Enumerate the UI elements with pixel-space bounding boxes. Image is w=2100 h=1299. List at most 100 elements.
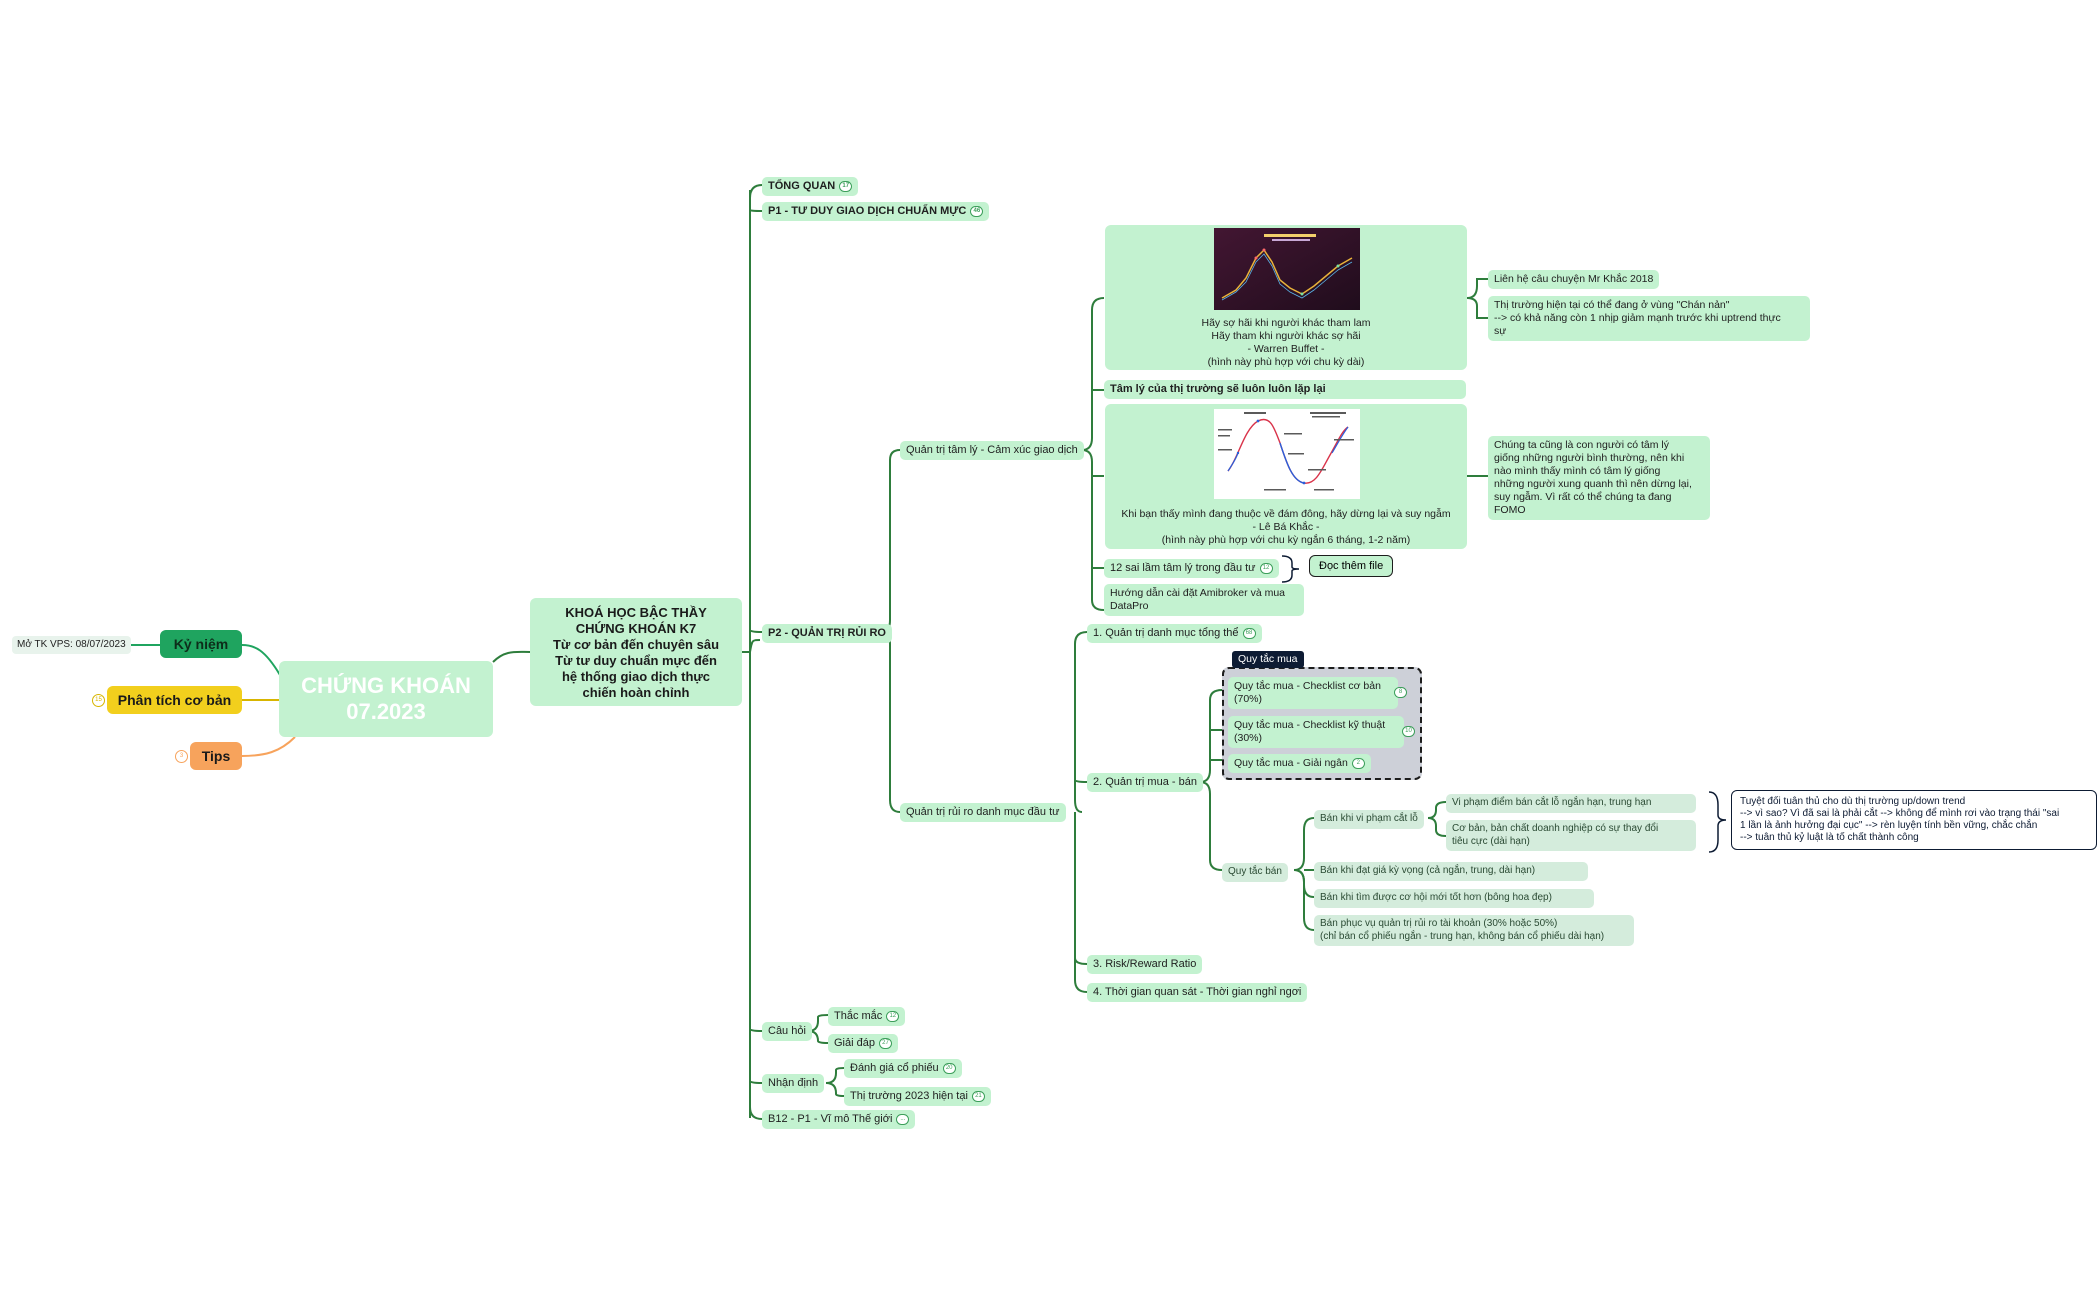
topic-line: tiêu cực (dài hạn)	[1452, 835, 1530, 847]
callout-tuan-thu-ky-luat[interactable]: Tuyệt đối tuân thủ cho dù thị trường up/…	[1731, 790, 2097, 850]
topic-label: 12 sai lầm tâm lý trong đầu tư	[1110, 562, 1256, 574]
topic-thi-truong-chan-nan[interactable]: Thị trường hiện tại có thể đang ở vùng "…	[1488, 296, 1810, 341]
topic-ban-quan-tri-rui-ro[interactable]: Bán phục vụ quản trị rủi ro tài khoản (3…	[1314, 915, 1634, 946]
topic-ban-dat-gia-ky-vong[interactable]: Bán khi đạt giá kỳ vọng (cả ngắn, trung,…	[1314, 862, 1588, 881]
topic-line: (30%)	[1234, 732, 1263, 744]
market-psychology-chart-image	[1214, 228, 1360, 310]
note-line: Chúng ta cũng là con người có tâm lý	[1494, 439, 1670, 451]
topic-checklist-co-ban[interactable]: Quy tắc mua - Checklist cơ bản (70%)	[1228, 677, 1398, 709]
quote-line: - Warren Buffet -	[1247, 343, 1325, 355]
topic-label: Thị trường 2023 hiện tại	[850, 1090, 968, 1102]
topic-phan-tich-co-ban[interactable]: Phân tích cơ bản	[107, 686, 242, 714]
topic-label: TỔNG QUAN	[768, 180, 836, 192]
note-line: nào mình thấy mình có tâm lý giống	[1494, 465, 1661, 477]
topic-label: B12 - P1 - Vĩ mô Thế giới	[768, 1113, 893, 1125]
topic-thoi-gian-quan-sat[interactable]: 4. Thời gian quan sát - Thời gian nghỉ n…	[1087, 983, 1308, 1002]
quote-line: Hãy tham khi người khác sợ hãi	[1211, 330, 1361, 342]
topic-line: Hướng dẫn cài đặt Amibroker và mua	[1110, 587, 1285, 599]
topic-mr-khac-2018[interactable]: Liên hệ câu chuyện Mr Khắc 2018	[1488, 270, 1660, 289]
central-topic[interactable]: CHỨNG KHOÁN 07.2023	[279, 661, 493, 737]
collapsed-count-badge[interactable]: 10	[1402, 726, 1415, 737]
topic-checklist-ky-thuat[interactable]: Quy tắc mua - Checklist kỹ thuật (30%)	[1228, 716, 1404, 748]
topic-label: P1 - TƯ DUY GIAO DỊCH CHUẨN MỰC	[768, 205, 967, 217]
collapsed-count-badge[interactable]: ...	[896, 1113, 910, 1125]
topic-line: (70%)	[1234, 693, 1263, 705]
topic-course-k7[interactable]: KHOÁ HỌC BẬC THẦY CHỨNG KHOÁN K7 Từ cơ b…	[530, 598, 742, 706]
topic-line: Cơ bản, bản chất doanh nghiệp có sự thay…	[1452, 823, 1659, 834]
topic-b12-vi-mo[interactable]: B12 - P1 - Vĩ mô Thế giới...	[762, 1110, 916, 1129]
course-line: hệ thống giao dịch thực	[561, 669, 711, 684]
topic-nhan-dinh[interactable]: Nhận định	[762, 1074, 825, 1093]
quote-line: (hình này phù hợp với chu kỳ dài)	[1207, 356, 1365, 368]
course-line: CHỨNG KHOÁN K7	[575, 621, 697, 636]
topic-ky-niem[interactable]: Kỷ niệm	[160, 630, 242, 658]
collapsed-count-badge[interactable]: 15	[92, 694, 105, 707]
topic-line: (chỉ bán cổ phiếu ngắn - trung hạn, khôn…	[1320, 930, 1605, 942]
topic-label: Thắc mắc	[834, 1010, 883, 1022]
topic-quan-tri-rui-ro[interactable]: Quản trị rủi ro danh mục đầu tư	[900, 803, 1066, 822]
quote-line: Hãy sợ hãi khi người khác tham lam	[1201, 317, 1371, 329]
topic-p2[interactable]: P2 - QUẢN TRỊ RỦI RO	[762, 624, 892, 643]
doc-them-file-button[interactable]: Đọc thêm file	[1309, 555, 1394, 577]
topic-label: Quy tắc mua - Giải ngân	[1234, 757, 1348, 769]
topic-quan-tri-tam-ly[interactable]: Quản trị tâm lý - Cảm xúc giao dịch	[900, 441, 1084, 460]
central-topic-line1: CHỨNG KHOÁN	[301, 673, 471, 698]
topic-huong-dan-amibroker[interactable]: Hướng dẫn cài đặt Amibroker và mua DataP…	[1104, 584, 1304, 616]
topic-cau-hoi[interactable]: Câu hỏi	[762, 1022, 812, 1041]
collapsed-count-badge[interactable]: 2	[1351, 757, 1365, 769]
note-line: giống những người bình thường, nên khi	[1494, 452, 1685, 464]
topic-quan-tri-mua-ban[interactable]: 2. Quản trị mua - bán	[1087, 773, 1203, 792]
course-line: Từ cơ bản đến chuyên sâu	[552, 637, 720, 652]
topic-risk-reward[interactable]: 3. Risk/Reward Ratio	[1087, 955, 1203, 974]
note-line: những người xung quanh thì nên dừng lại,	[1494, 478, 1692, 490]
collapsed-count-badge[interactable]: 46	[970, 205, 984, 217]
note-line: sự	[1494, 325, 1507, 337]
topic-vi-pham-dai-han[interactable]: Cơ bản, bản chất doanh nghiệp có sự thay…	[1446, 820, 1696, 851]
topic-label: 1. Quản trị danh mục tổng thể	[1093, 627, 1239, 639]
market-cycle-chart-image	[1214, 409, 1360, 499]
collapsed-count-badge[interactable]: 8	[1394, 687, 1407, 698]
course-line: chiến hoàn chỉnh	[582, 685, 690, 700]
collapsed-count-badge[interactable]: 3	[175, 750, 188, 763]
course-line: KHOÁ HỌC BẬC THẦY	[565, 605, 707, 620]
collapsed-count-badge[interactable]: 12	[1259, 562, 1273, 574]
topic-ban-khi-vi-pham[interactable]: Bán khi vi phạm cắt lỗ	[1314, 810, 1424, 829]
note-line: Thị trường hiện tại có thể đang ở vùng "…	[1494, 299, 1730, 311]
topic-label: Giải đáp	[834, 1037, 875, 1049]
topic-warren-buffet-quote[interactable]: Hãy sợ hãi khi người khác tham lam Hãy t…	[1105, 225, 1467, 370]
topic-fomo-note[interactable]: Chúng ta cũng là con người có tâm lý giố…	[1488, 436, 1710, 520]
topic-tam-ly-lap-lai[interactable]: Tâm lý của thị trường sẽ luôn luôn lặp l…	[1104, 380, 1466, 399]
topic-line: DataPro	[1110, 600, 1149, 612]
note-line: --> tuân thủ kỷ luật là tố chất thành cô…	[1740, 832, 1919, 843]
topic-tips[interactable]: Tips	[190, 742, 242, 770]
quy-tac-mua-label[interactable]: Quy tắc mua	[1232, 651, 1304, 668]
collapsed-count-badge[interactable]: 27	[878, 1037, 892, 1049]
collapsed-count-badge[interactable]: 21	[971, 1090, 985, 1102]
note-line: suy ngẫm. Vì rất có thể chúng ta đang	[1494, 491, 1672, 503]
topic-vi-pham-ngan-trung-han[interactable]: Vi phạm điểm bán cắt lỗ ngắn hạn, trung …	[1446, 794, 1696, 813]
central-topic-line2: 07.2023	[346, 699, 426, 724]
note-line: 1 lần là ảnh hưởng đại cục" --> rèn luyệ…	[1740, 820, 2038, 831]
topic-line: Quy tắc mua - Checklist kỹ thuật	[1234, 719, 1386, 731]
topic-ban-co-hoi-moi[interactable]: Bán khi tìm được cơ hội mới tốt hơn (bôn…	[1314, 889, 1594, 908]
note-line: Tuyệt đối tuân thủ cho dù thị trường up/…	[1740, 796, 1966, 807]
collapsed-count-badge[interactable]: 17	[839, 180, 853, 192]
topic-le-ba-khac-quote[interactable]: Khi bạn thấy mình đang thuộc về đám đông…	[1105, 404, 1467, 549]
collapsed-count-badge[interactable]: 12	[886, 1010, 900, 1022]
collapsed-count-badge[interactable]: 68	[1242, 627, 1256, 639]
note-line: --> vì sao? Vì đã sai là phải cắt --> kh…	[1740, 808, 2060, 819]
collapsed-count-badge[interactable]: 20	[942, 1062, 956, 1074]
quote-line: - Lê Bá Khắc -	[1252, 521, 1320, 533]
topic-quy-tac-ban[interactable]: Quy tắc bán	[1222, 863, 1288, 882]
topic-mo-tk-vps[interactable]: Mở TK VPS: 08/07/2023	[12, 636, 131, 654]
